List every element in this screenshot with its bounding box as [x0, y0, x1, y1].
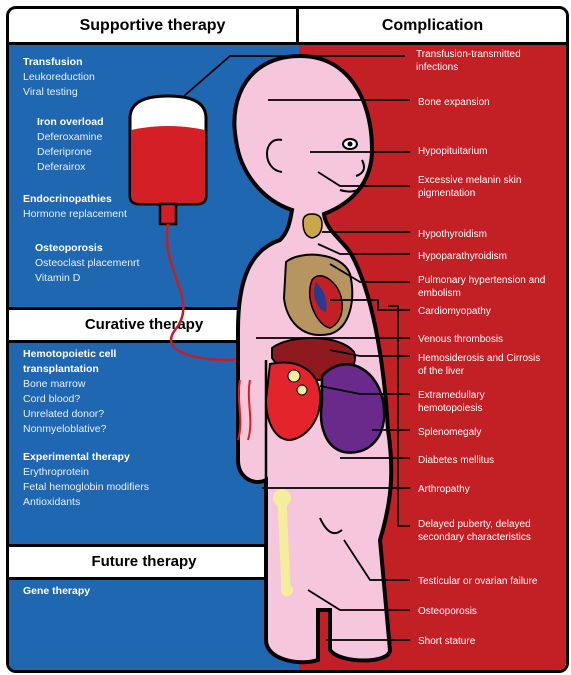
complication-bone-expansion: Bone expansion: [418, 96, 490, 109]
complication-hypopituitarium: Hypopituitarium: [418, 145, 487, 158]
complication-transfusion-infections: Transfusion-transmitted infections: [416, 48, 556, 74]
complication-short-stature: Short stature: [418, 635, 475, 648]
complication-hypoparathyroidism: Hypoparathyroidism: [418, 250, 507, 263]
complication-cardiomyopathy: Cardiomyopathy: [418, 305, 491, 318]
complication-gonadal-failure: Testicular or ovarian failure: [418, 575, 538, 588]
complication-diabetes: Diabetes mellitus: [418, 454, 494, 467]
complication-arthropathy: Arthropathy: [418, 483, 470, 496]
complication-melanin-pigmentation: Excessive melanin skin pigmentation: [418, 174, 533, 200]
complication-hypothyroidism: Hypothyroidism: [418, 228, 487, 241]
complication-splenomegaly: Splenomegaly: [418, 426, 481, 439]
complication-hemosiderosis: Hemosiderosis and Cirrosis of the liver: [418, 352, 548, 378]
complication-delayed-puberty: Delayed puberty, delayed secondary chara…: [418, 518, 538, 544]
complication-pulmonary-hypertension: Pulmonary hypertension and embolism: [418, 274, 553, 300]
complication-osteoporosis: Osteoporosis: [418, 605, 477, 618]
blood-bag-icon: [130, 96, 206, 224]
complication-venous-thrombosis: Venous thrombosis: [418, 333, 503, 346]
complication-extramedullary: Extramedullary hemotopoiesis: [418, 389, 518, 415]
